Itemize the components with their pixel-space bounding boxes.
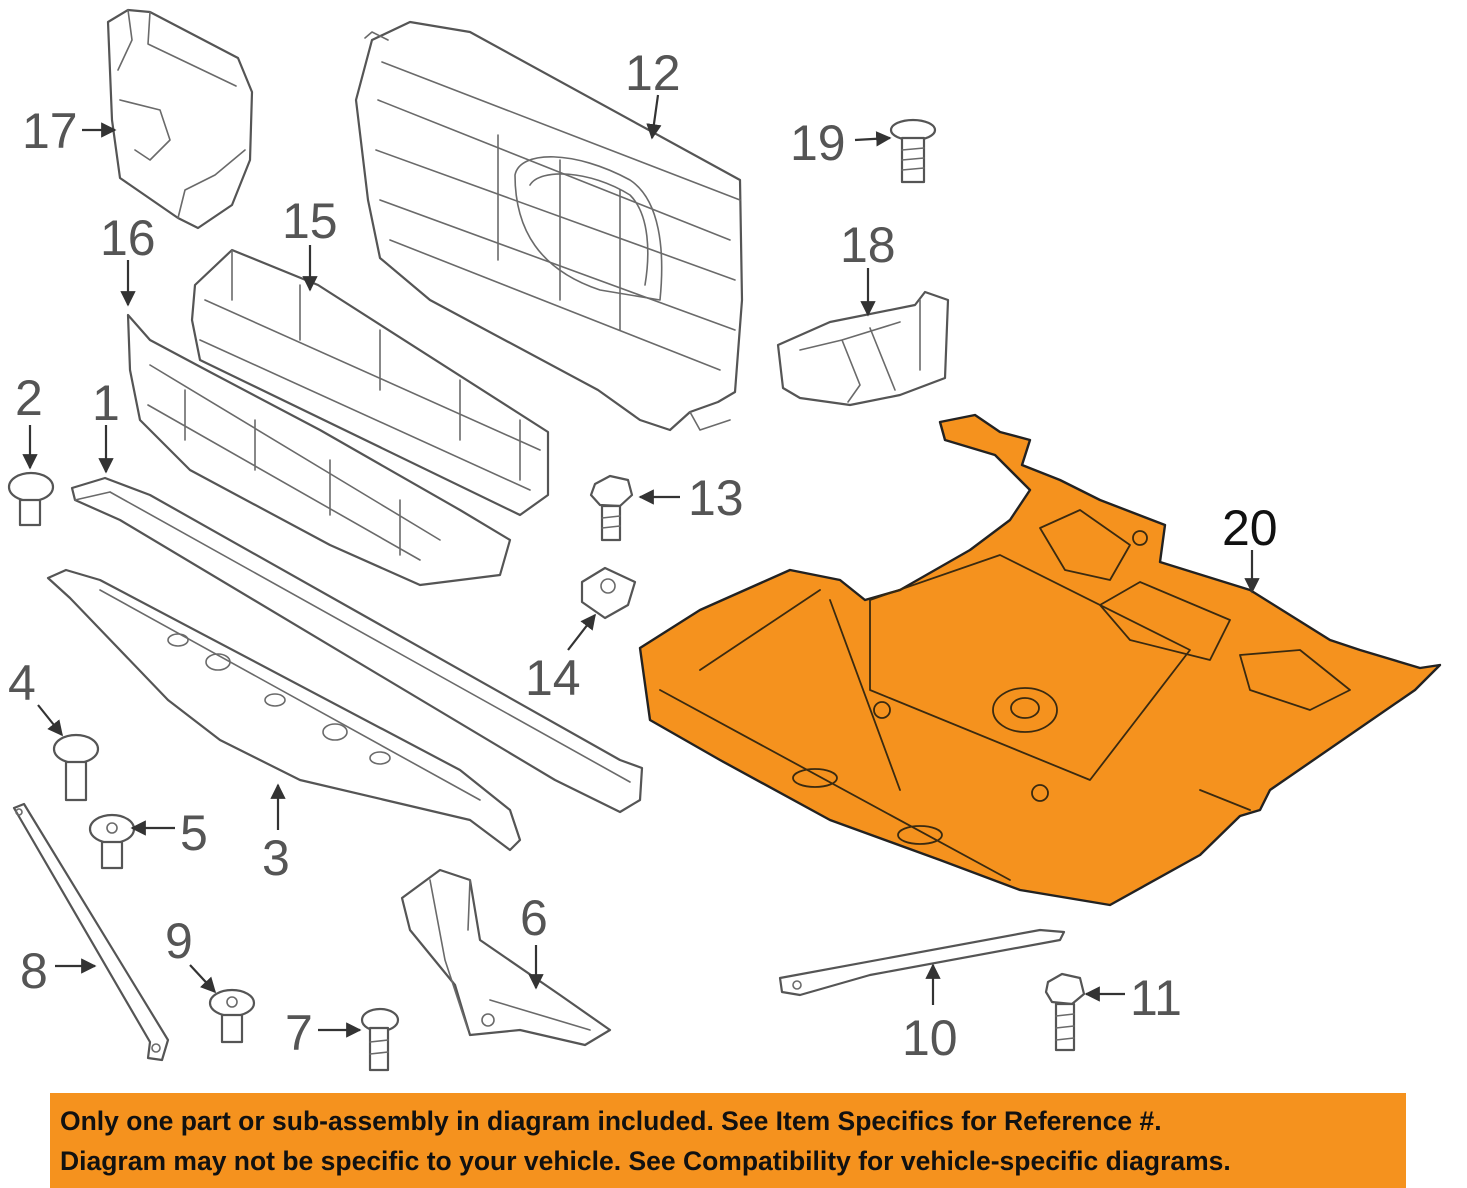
part-14-clip-nut	[580, 566, 637, 620]
callout-19: 19	[790, 115, 846, 171]
part-17-air-duct	[106, 8, 254, 230]
part-5-bolt	[88, 813, 136, 870]
callout-10: 10	[902, 1010, 958, 1066]
leader-19	[854, 131, 892, 147]
callout-1: 1	[92, 375, 120, 431]
callout-18: 18	[840, 217, 896, 273]
callout-15: 15	[282, 193, 338, 249]
callout-6: 6	[520, 890, 548, 946]
callout-3: 3	[262, 830, 290, 886]
part-20-underbody-shield	[638, 413, 1442, 907]
part-10-brace	[778, 928, 1066, 997]
part-13-bolt	[589, 474, 634, 542]
leader-4	[37, 704, 63, 737]
part-19-bolt	[889, 118, 937, 184]
notice-line-1: Only one part or sub-assembly in diagram…	[60, 1106, 1162, 1136]
callout-14: 14	[525, 650, 581, 706]
leader-14	[567, 613, 596, 651]
callout-9: 9	[165, 913, 193, 969]
callout-2: 2	[15, 370, 43, 426]
part-7-bolt	[360, 1007, 400, 1072]
callout-17: 17	[22, 103, 78, 159]
callout-11: 11	[1130, 970, 1182, 1026]
part-16-lower-grille	[126, 313, 512, 587]
callout-12: 12	[625, 45, 681, 101]
leader-9	[189, 964, 217, 994]
part-9-bolt	[208, 988, 256, 1044]
part-3-underbody-panel	[46, 568, 522, 852]
callout-numbers: 17 12 19 18 15 16 2 1 13 14 20 4 5 3 6 8…	[8, 45, 1278, 1066]
callout-20: 20	[1222, 500, 1278, 556]
callout-7: 7	[285, 1005, 313, 1061]
part-12-grille-frame	[354, 20, 744, 432]
leader-lines	[22, 94, 1260, 1038]
callout-8: 8	[20, 943, 48, 999]
part-4-bolt	[52, 733, 100, 802]
callout-5: 5	[180, 805, 208, 861]
callout-13: 13	[688, 470, 744, 526]
part-11-bolt	[1044, 972, 1086, 1052]
notice-line-2: Diagram may not be specific to your vehi…	[60, 1146, 1231, 1176]
part-1-bumper-bar	[70, 476, 644, 814]
callout-16: 16	[100, 210, 156, 266]
part-18-bracket	[776, 290, 950, 407]
part-2-bolt	[7, 471, 55, 527]
notice-banner: Only one part or sub-assembly in diagram…	[50, 1093, 1406, 1188]
leader-12	[646, 94, 662, 140]
callout-4: 4	[8, 655, 36, 711]
part-15-air-guide	[190, 248, 550, 517]
part-6-bracket	[400, 868, 612, 1047]
part-8-strut	[12, 802, 170, 1062]
